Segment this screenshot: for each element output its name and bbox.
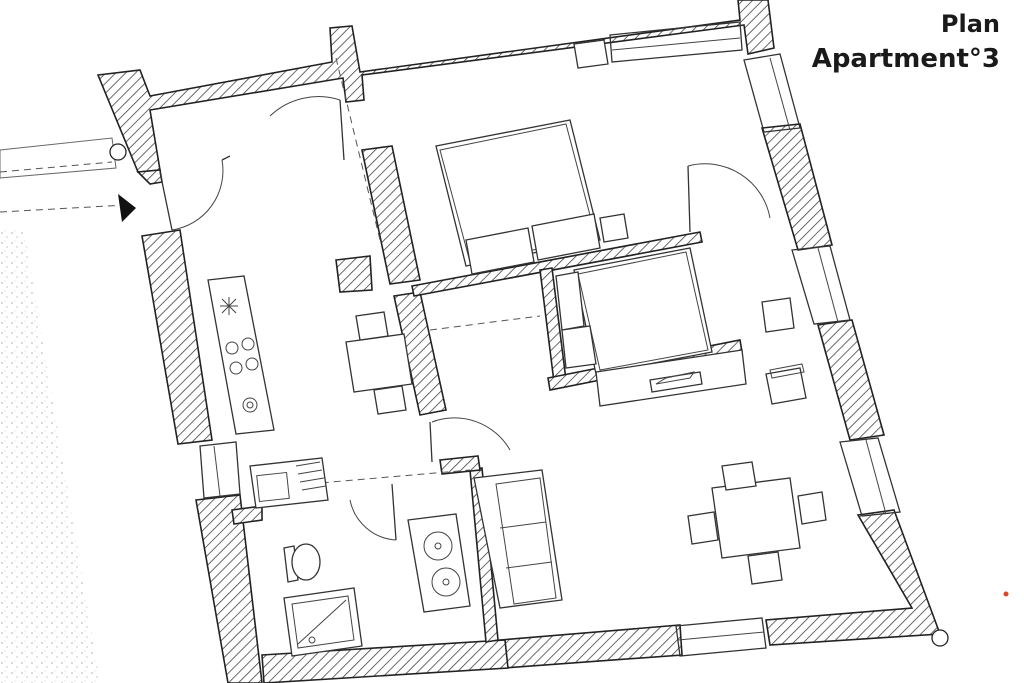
accent-dot (1003, 591, 1009, 597)
sink-icon (249, 457, 329, 509)
kitchen (207, 275, 413, 509)
living-room (473, 349, 827, 609)
fan-icon (220, 297, 238, 315)
plan-title: Plan (940, 10, 1000, 38)
overhead-lines (261, 57, 541, 489)
bedroom-1 (435, 39, 629, 275)
doors (159, 96, 771, 541)
toilet-icon (283, 543, 321, 583)
stove-icon (225, 337, 259, 375)
bathroom (283, 513, 471, 657)
corner-marker (109, 143, 127, 161)
entrance-arrow-icon (118, 194, 136, 222)
apartment-title: Apartment°3 (811, 44, 1000, 74)
terrace-area (0, 137, 127, 683)
bedroom-2 (555, 247, 795, 375)
corner-marker (931, 629, 949, 647)
shower-icon (283, 587, 363, 657)
windows (199, 21, 901, 657)
